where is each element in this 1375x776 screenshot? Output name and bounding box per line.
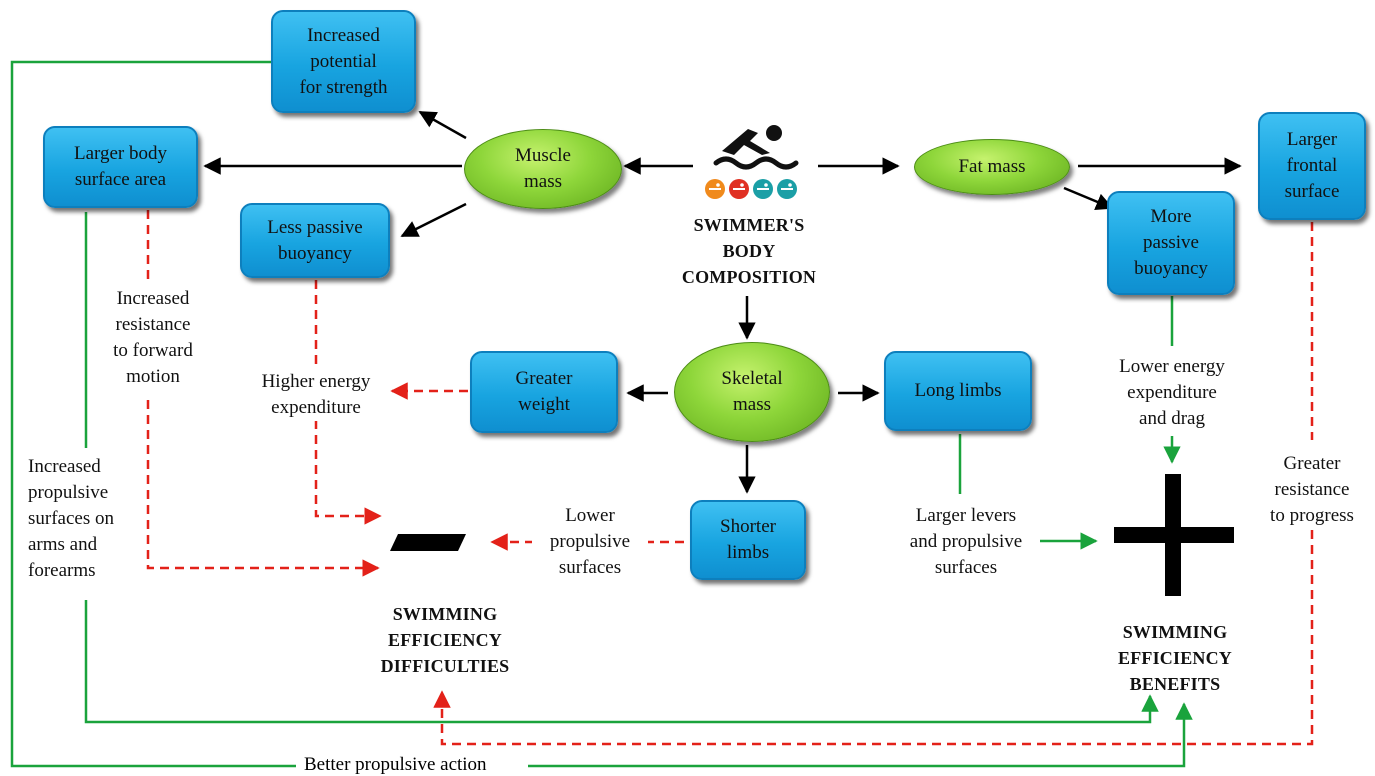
- label-greater-resistance: Greater resistance to progress: [1262, 451, 1362, 529]
- swimmer-icon: [705, 125, 799, 199]
- green-long-plus: [958, 434, 1096, 541]
- more-buoyancy-box: More passive buoyancy: [1107, 191, 1235, 295]
- label-propulsive-arms: Increased propulsive surfaces on arms an…: [28, 454, 124, 584]
- muscle-mass-node: Muscle mass: [464, 129, 622, 209]
- long-limbs-box: Long limbs: [884, 351, 1032, 431]
- label-higher-energy: Higher energy expenditure: [246, 369, 386, 421]
- label-lower-propulsive: Lower propulsive surfaces: [532, 503, 648, 581]
- red-frontal-difficulties: [442, 222, 1314, 746]
- arrow-fat-buoyancy: [1063, 186, 1114, 211]
- red-buoyancy-minus: [314, 280, 380, 516]
- plus-sign-icon: [1114, 474, 1234, 596]
- green-strength-better: [10, 60, 1184, 768]
- greater-weight-box: Greater weight: [470, 351, 618, 433]
- benefits-title: SWIMMING EFFICIENCY BENEFITS: [1117, 622, 1232, 694]
- arrow-muscle-strength: [418, 110, 467, 140]
- difficulties-title: SWIMMING EFFICIENCY DIFFICULTIES: [380, 604, 510, 676]
- larger-frontal-box: Larger frontal surface: [1258, 112, 1366, 220]
- label-lower-energy: Lower energy expenditure and drag: [1110, 354, 1234, 432]
- larger-surface-area-box: Larger body surface area: [43, 126, 198, 208]
- fat-mass-node: Fat mass: [914, 139, 1070, 195]
- less-buoyancy-box: Less passive buoyancy: [240, 203, 390, 278]
- skeletal-mass-node: Skeletal mass: [674, 342, 830, 442]
- label-better-propulsive: Better propulsive action: [296, 754, 495, 776]
- center-title: SWIMMER'S BODY COMPOSITION: [681, 215, 817, 287]
- green-surface-benefits: [84, 212, 1150, 724]
- red-surface-minus: [146, 210, 378, 568]
- increased-strength-box: Increased potential for strength: [271, 10, 416, 113]
- shorter-limbs-box: Shorter limbs: [690, 500, 806, 580]
- label-resistance-forward: Increased resistance to forward motion: [100, 286, 206, 390]
- arrow-muscle-buoyancy: [400, 202, 467, 238]
- minus-sign-icon: [390, 534, 466, 551]
- label-larger-levers: Larger levers and propulsive surfaces: [896, 503, 1036, 581]
